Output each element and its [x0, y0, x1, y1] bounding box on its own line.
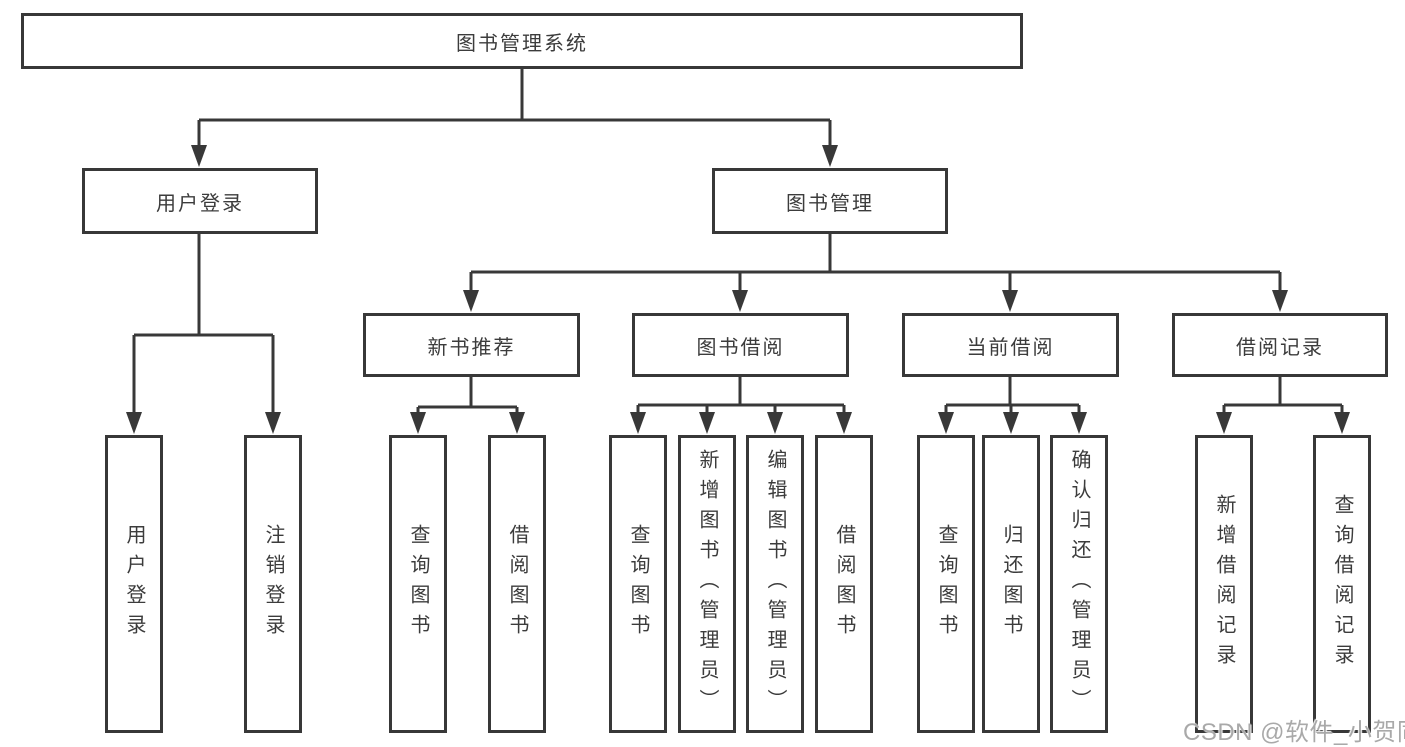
leaf-label: 归还图书: [1000, 524, 1022, 644]
node-label: 图书借阅: [696, 336, 785, 359]
leaf-label: 借阅图书: [506, 524, 528, 644]
leaf-user-login: 用户登录: [105, 435, 163, 733]
node-book-borrowing: 图书借阅: [632, 313, 849, 377]
leaf-label: 查询图书: [407, 524, 429, 644]
leaf-add-borrow-record: 新增借阅记录: [1195, 435, 1253, 733]
leaf-label: 借阅图书: [833, 524, 855, 644]
node-label: 当前借阅: [966, 336, 1055, 359]
node-new-book-recommend: 新书推荐: [363, 313, 580, 377]
leaf-confirm-return-admin: 确认归还（管理员）: [1050, 435, 1108, 733]
node-borrow-records: 借阅记录: [1172, 313, 1388, 377]
leaf-label: 确认归还（管理员）: [1068, 449, 1090, 719]
leaf-label: 新增借阅记录: [1213, 494, 1235, 674]
leaf-return-books: 归还图书: [982, 435, 1040, 733]
node-book-management: 图书管理: [712, 168, 948, 234]
csdn-watermark: CSDN @软件_小贺同学: [1183, 719, 1405, 746]
leaf-label: 注销登录: [262, 524, 284, 644]
node-library-system: 图书管理系统: [21, 13, 1023, 69]
node-label: 借阅记录: [1236, 336, 1324, 359]
leaf-borrow-books-2: 借阅图书: [815, 435, 873, 733]
tree-edges: [132, 68, 1344, 414]
leaf-label: 查询图书: [627, 524, 649, 644]
leaf-query-books-2: 查询图书: [609, 435, 667, 733]
leaf-label: 用户登录: [123, 524, 145, 644]
node-label: 图书管理系统: [456, 32, 588, 55]
leaf-query-books-1: 查询图书: [389, 435, 447, 733]
leaf-label: 新增图书（管理员）: [696, 449, 718, 719]
leaf-query-borrow-record: 查询借阅记录: [1313, 435, 1371, 733]
node-user-login: 用户登录: [82, 168, 318, 234]
arrowheads: [126, 145, 1350, 434]
leaf-label: 查询借阅记录: [1331, 494, 1353, 674]
node-label: 用户登录: [156, 192, 244, 215]
leaf-borrow-books-1: 借阅图书: [488, 435, 546, 733]
leaf-edit-books-admin: 编辑图书（管理员）: [746, 435, 804, 733]
leaf-label: 编辑图书（管理员）: [764, 449, 786, 719]
leaf-logout: 注销登录: [244, 435, 302, 733]
leaf-label: 查询图书: [935, 524, 957, 644]
node-label: 新书推荐: [427, 336, 516, 359]
node-current-borrowing: 当前借阅: [902, 313, 1119, 377]
node-label: 图书管理: [786, 192, 874, 215]
leaf-query-books-3: 查询图书: [917, 435, 975, 733]
leaf-add-books-admin: 新增图书（管理员）: [678, 435, 736, 733]
